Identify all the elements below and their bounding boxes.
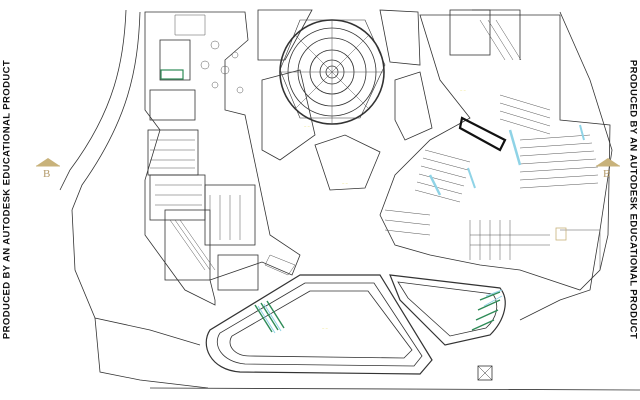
- site-boundary: [59, 9, 640, 391]
- watermark-right: PRODUCED BY AN AUTODESK EDUCATIONAL PROD…: [627, 59, 639, 340]
- right-wing: [379, 9, 611, 381]
- left-wing: [144, 11, 301, 306]
- section-marker-right: [596, 158, 620, 167]
- annotation-label: ~ ~: [342, 181, 348, 186]
- blue-ramp-highlight: [257, 289, 503, 334]
- green-stair-marker: [160, 69, 184, 80]
- heavy-wall: [458, 116, 507, 152]
- section-marker-left: [36, 158, 60, 167]
- central-rotunda: ~ ~ ~ ~ ~ ~: [257, 9, 466, 191]
- blue-glazing: [428, 174, 442, 196]
- lower-ramps: ~ ~: [205, 274, 506, 375]
- watermark-left: PRODUCED BY AN AUTODESK EDUCATIONAL PROD…: [1, 59, 13, 340]
- annotation-label: ~ ~: [322, 326, 328, 331]
- green-ramp-rails: [254, 291, 501, 333]
- blue-glazing: [467, 167, 476, 189]
- blue-glazing: [508, 129, 522, 166]
- section-marker-left-label: B: [43, 168, 51, 180]
- blue-glazing: [579, 124, 585, 141]
- section-marker-right-label: B: [603, 168, 611, 180]
- annotation-label: ~ ~: [304, 124, 310, 129]
- annotation-label: ~ ~: [460, 88, 466, 93]
